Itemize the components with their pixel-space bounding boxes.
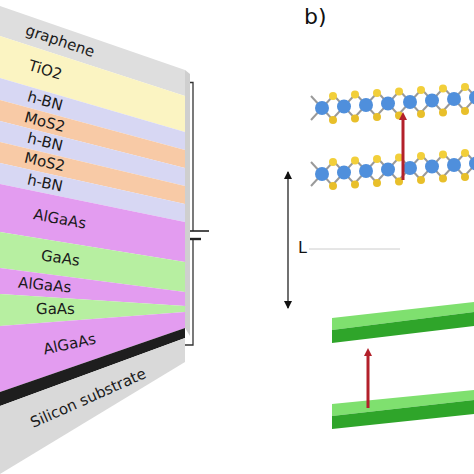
stack-side <box>185 70 190 336</box>
exciton-arrow <box>402 116 405 180</box>
layer-label: GaAs <box>36 302 75 317</box>
quantum-well-slab <box>332 302 474 429</box>
layer-band: Silicon substrate <box>0 328 185 474</box>
dimension-label: L <box>296 240 309 256</box>
mos2-lattice <box>311 82 474 191</box>
panel-label: b) <box>304 6 327 28</box>
dimension-arrow <box>288 172 400 308</box>
exciton-arrow <box>367 352 370 408</box>
